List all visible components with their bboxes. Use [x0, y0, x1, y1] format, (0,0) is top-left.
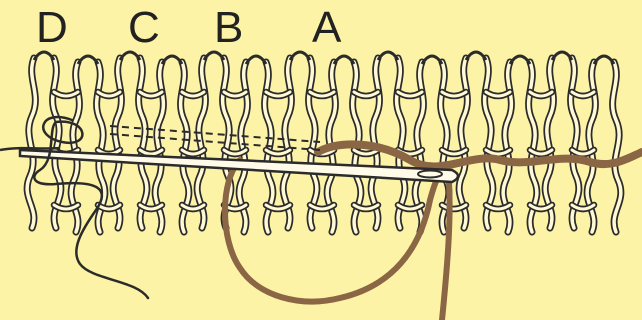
- label-a: A: [312, 4, 341, 52]
- label-b: B: [214, 4, 243, 52]
- stitch-column: [113, 52, 147, 228]
- loose-thread: [34, 117, 148, 298]
- stitch-column: [283, 52, 317, 228]
- stitch-column: [459, 52, 493, 228]
- label-c: C: [128, 4, 160, 52]
- stitch-column: [545, 52, 579, 228]
- label-d: D: [36, 4, 68, 52]
- stitch-column: [371, 52, 405, 228]
